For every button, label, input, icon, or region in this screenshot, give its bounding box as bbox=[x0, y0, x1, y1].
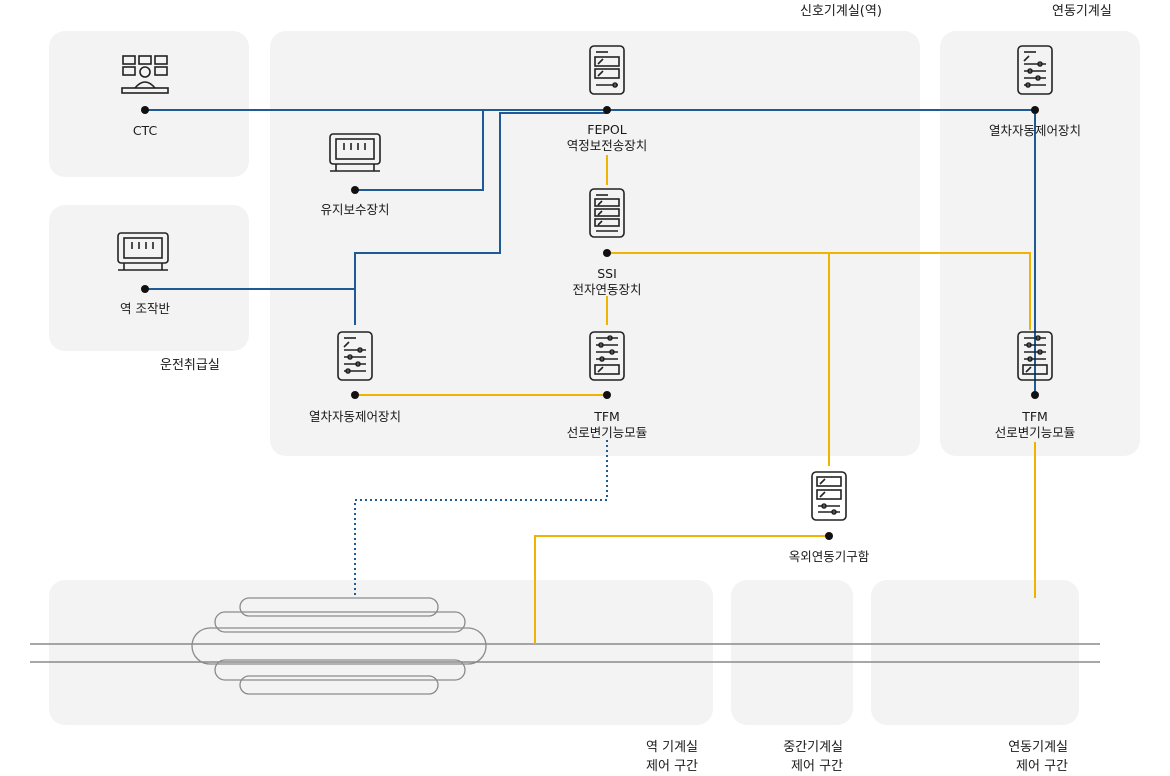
ssi-label: SSI 전자연동장치 bbox=[547, 266, 667, 298]
middle-section-zone bbox=[731, 580, 853, 725]
middle-section-line2: 제어 구간 bbox=[791, 759, 843, 774]
interlock-section-caption: 연동기계실 제어 구간 bbox=[960, 738, 1068, 776]
yellow-outdoor-track bbox=[534, 535, 829, 644]
signal-room-label: 신호기계실(역) bbox=[800, 4, 882, 19]
blue-station-panel bbox=[145, 112, 607, 290]
tfm-center-line1: TFM bbox=[594, 409, 620, 424]
signal-room-zone bbox=[270, 31, 920, 456]
fepol-label-line2: 역정보전송장치 bbox=[566, 138, 648, 153]
dot-tfm-right bbox=[1031, 391, 1039, 399]
maintenance-label: 유지보수장치 bbox=[320, 202, 390, 217]
tfm-right-line1: TFM bbox=[1022, 409, 1048, 424]
control-unit-icon bbox=[589, 331, 625, 381]
monitor-panel-icon bbox=[117, 232, 169, 271]
fepol-label-line1: FEPOL bbox=[587, 122, 627, 137]
interlock-section-zone bbox=[871, 580, 1079, 725]
station-section-line2: 제어 구간 bbox=[646, 759, 698, 774]
control-unit-icon bbox=[1017, 331, 1053, 381]
tfm-right-label: TFM 선로변기능모듈 bbox=[975, 409, 1095, 441]
operation-room-zone bbox=[49, 205, 249, 351]
interlock-room-zone bbox=[940, 31, 1140, 456]
train-control-right-label: 열차자동제어장치 bbox=[988, 123, 1081, 138]
ssi-label-line2: 전자연동장치 bbox=[572, 282, 642, 297]
middle-section-caption: 중간기계실 제어 구간 bbox=[740, 738, 843, 776]
interlock-room-label: 연동기계실 bbox=[1052, 4, 1112, 19]
dot-ctc bbox=[141, 106, 149, 114]
dot-outdoor bbox=[825, 532, 833, 540]
control-unit-icon bbox=[337, 331, 373, 381]
dot-fepol bbox=[603, 106, 611, 114]
station-section-caption: 역 기계실 제어 구간 bbox=[600, 738, 698, 776]
train-control-left-label: 열차자동제어장치 bbox=[308, 409, 401, 424]
dot-train-right bbox=[1031, 106, 1039, 114]
dot-tfm-center bbox=[603, 391, 611, 399]
server-rack-icon bbox=[589, 188, 625, 238]
station-panel-label: 역 조작반 bbox=[120, 301, 170, 316]
server-rack-icon bbox=[589, 45, 625, 95]
dot-train-left bbox=[351, 391, 359, 399]
control-unit-icon bbox=[1017, 45, 1053, 95]
tfm-center-label: TFM 선로변기능모듈 bbox=[547, 409, 667, 441]
outdoor-box-label: 옥외연동기구함 bbox=[788, 549, 870, 564]
station-section-line1: 역 기계실 bbox=[646, 740, 698, 755]
tfm-center-line2: 선로변기능모듈 bbox=[566, 425, 648, 440]
dot-ssi bbox=[603, 249, 611, 257]
server-rack-icon bbox=[811, 471, 847, 521]
ctc-operator-icon bbox=[121, 55, 169, 94]
dot-station-panel bbox=[141, 285, 149, 293]
interlock-section-line2: 제어 구간 bbox=[1016, 759, 1068, 774]
fepol-label: FEPOL 역정보전송장치 bbox=[547, 122, 667, 154]
ctc-label: CTC bbox=[132, 123, 158, 138]
middle-section-line1: 중간기계실 bbox=[783, 740, 843, 755]
monitor-panel-icon bbox=[329, 133, 381, 172]
tfm-right-line2: 선로변기능모듈 bbox=[994, 425, 1076, 440]
interlock-section-line1: 연동기계실 bbox=[1008, 740, 1068, 755]
blue-maintenance bbox=[355, 109, 607, 191]
dot-maintenance bbox=[351, 186, 359, 194]
operation-room-label: 운전취급실 bbox=[160, 358, 220, 373]
blue-dotted-tfm-track bbox=[354, 440, 608, 596]
ssi-label-line1: SSI bbox=[597, 266, 617, 281]
track-switch-bundle bbox=[191, 597, 487, 695]
station-section-zone bbox=[49, 580, 713, 725]
yellow-ssi-right bbox=[607, 252, 1031, 330]
